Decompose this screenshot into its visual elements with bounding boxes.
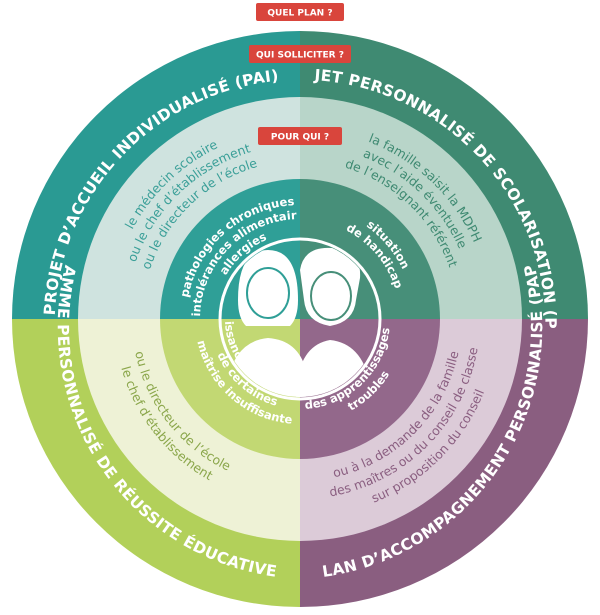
qui-solliciter-tag: QUI SOLLICITER ? — [249, 45, 351, 63]
pour-qui-tag: POUR QUI ? — [258, 127, 342, 145]
svg-text:POUR QUI ?: POUR QUI ? — [271, 133, 329, 143]
center-disc — [218, 237, 382, 401]
svg-text:QUI SOLLICITER ?: QUI SOLLICITER ? — [256, 51, 344, 61]
svg-text:QUEL PLAN ?: QUEL PLAN ? — [267, 9, 332, 19]
quel-plan-tag: QUEL PLAN ? — [256, 3, 344, 21]
